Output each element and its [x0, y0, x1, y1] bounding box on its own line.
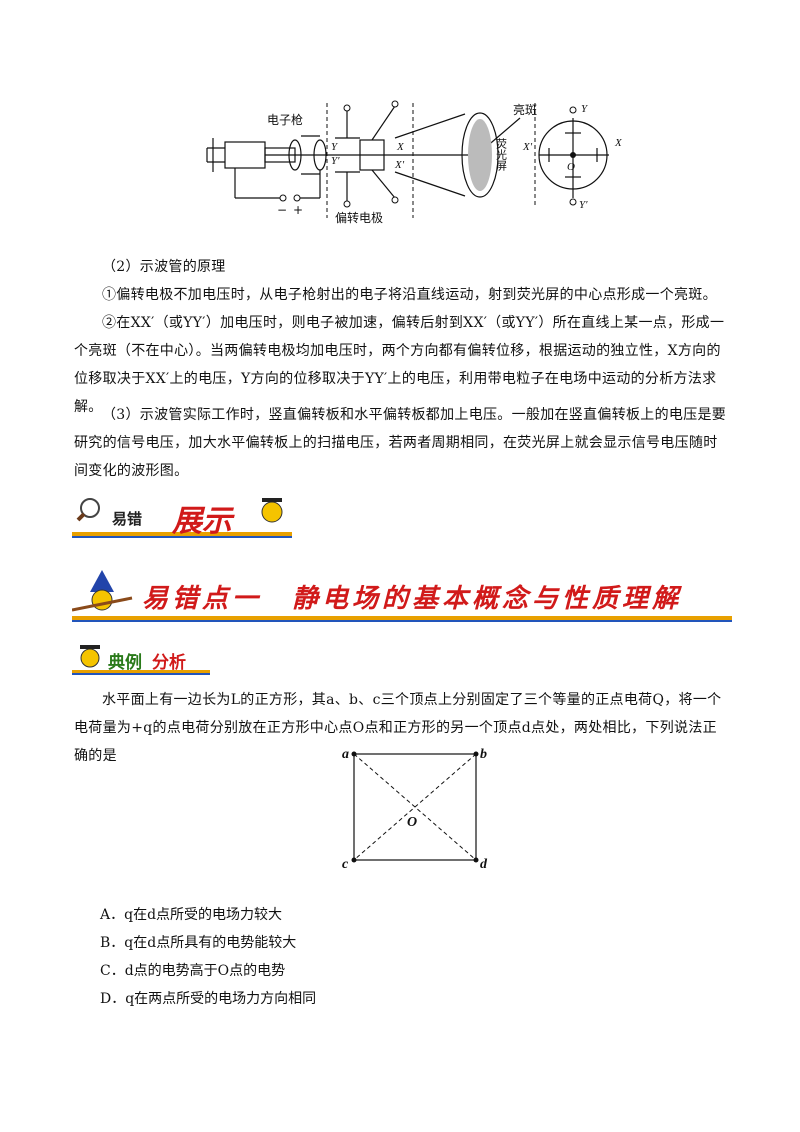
label-Y-screen: Y: [581, 103, 589, 115]
banner3-b: 分析: [152, 653, 186, 673]
wizard-icon: [72, 570, 732, 622]
paragraph-2: ②在XX′（或YY′）加电压时，则电子被加速，偏转后射到XX′（或YY′）所在直…: [74, 315, 725, 415]
corner-b: b: [480, 747, 487, 762]
label-X-screen: X: [614, 137, 623, 149]
option-b: B．q在d点所具有的电势能较大: [100, 935, 297, 951]
paragraph-1: ①偏转电极不加电压时，从电子枪射出的电子将沿直线运动，射到荧光屏的中心点形成一个…: [102, 287, 717, 303]
banner-example: 典例 分析: [72, 640, 210, 676]
label-Xp-screen: X′: [522, 141, 533, 153]
label-plates: 偏转电极: [335, 210, 383, 225]
banner3-a: 典例: [108, 653, 142, 673]
corner-d: d: [480, 857, 488, 872]
option-a: A．q在d点所受的电场力较大: [100, 907, 283, 923]
banner1-big: 展示: [172, 504, 232, 539]
label-Yp-plate: Y′: [331, 155, 340, 167]
graduate-icon: [72, 645, 210, 675]
banner-mistake-point: 易错点一 静电场的基本概念与性质理解: [72, 568, 732, 624]
label-X-plate: X: [396, 141, 405, 153]
label-minus: −: [277, 203, 287, 217]
label-Y-plate: Y: [331, 141, 339, 153]
magnifier-icon: [72, 498, 292, 538]
banner-mistake-show: 易错 展示: [72, 492, 292, 540]
banner1-small: 易错: [112, 510, 143, 528]
section-title: （2）示波管的原理: [102, 259, 226, 275]
corner-c: c: [342, 857, 349, 872]
label-gun: 电子枪: [267, 112, 303, 127]
label-Yp-screen: Y′: [579, 199, 588, 211]
label-spot: 亮斑: [513, 102, 537, 117]
corner-a: a: [342, 747, 349, 762]
option-d: D．q在两点所受的电场力方向相同: [100, 991, 317, 1007]
label-screen: 荧光屏: [495, 137, 508, 172]
label-O-screen: O: [567, 161, 575, 173]
paragraph-3: （3）示波管实际工作时，竖直偏转板和水平偏转板都加上电压。一般加在竖直偏转板上的…: [74, 407, 727, 479]
option-c: C．d点的电势高于O点的电势: [100, 963, 286, 979]
center-o: O: [407, 815, 417, 830]
label-Xp-plate: X′: [394, 159, 405, 171]
square-diagram: a b c d O: [342, 747, 488, 872]
banner2-text: 易错点一 静电场的基本概念与性质理解: [142, 584, 683, 614]
oscilloscope-diagram: 电子枪 偏转电极 亮斑 − + 荧光屏 Y Y′ X X′ Y Y′ X X′ …: [206, 100, 623, 225]
question-stem: 水平面上有一边长为L的正方形，其a、b、c三个顶点上分别固定了三个等量的正点电荷…: [74, 692, 722, 764]
label-plus: +: [293, 203, 303, 217]
